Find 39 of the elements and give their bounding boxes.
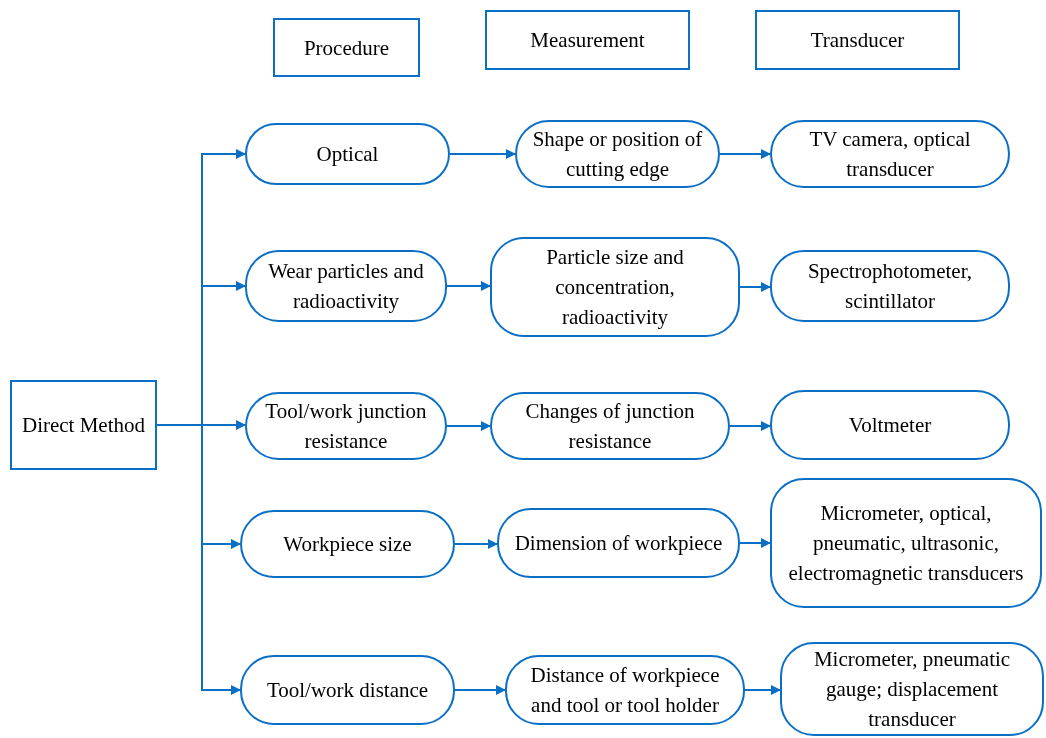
connector-arrow [739,538,771,548]
node-label: Voltmeter [848,412,932,439]
node-label: Micrometer, optical, pneumatic, ultrasonic, electromagnetic transducers [787,500,1025,587]
node-label: Measurement [530,27,645,54]
rectangle-box [755,10,960,70]
connector-arrow [739,282,771,292]
rectangle-box [485,10,690,70]
rounded-box [245,250,447,322]
node-label: Spectrophotometer, scintillator [806,258,974,315]
connector-arrow [729,421,771,431]
rounded-box [780,642,1044,736]
connector-arrow [446,281,491,291]
node-label: Tool/work distance [266,677,429,704]
node-label: TV camera, optical transducer [808,126,972,183]
connector-arrow [446,421,491,431]
node-label: Procedure [303,34,390,62]
connector-arrow [744,685,781,695]
node-label: Particle size and concentration, radioactivity [545,244,685,331]
node-label: Changes of junction resistance [524,398,696,455]
node-label: Transducer [810,27,905,54]
connector-arrow [454,685,506,695]
rounded-box [770,250,1010,322]
rectangle-box [273,18,420,77]
node-label: Optical [316,141,379,168]
connector-arrow [156,424,241,695]
rectangle-box [10,380,157,470]
node-label: Workpiece size [283,531,412,558]
node-label: Shape or position of cutting edge [531,126,704,183]
node-label: Distance of workpiece and tool or tool holder [529,662,721,719]
connector-arrow [454,539,498,549]
connector-arrow [449,149,516,159]
connector-arrow [719,149,771,159]
node-label: Tool/work junction resistance [264,398,428,455]
rounded-box [490,237,740,337]
rounded-box [770,478,1042,608]
node-label: Micrometer, pneumatic gauge; displacement transducer [812,646,1012,733]
node-label: Direct Method [21,412,145,439]
node-label: Dimension of workpiece [514,530,723,557]
node-label: Wear particles and radioactivity [267,258,425,315]
